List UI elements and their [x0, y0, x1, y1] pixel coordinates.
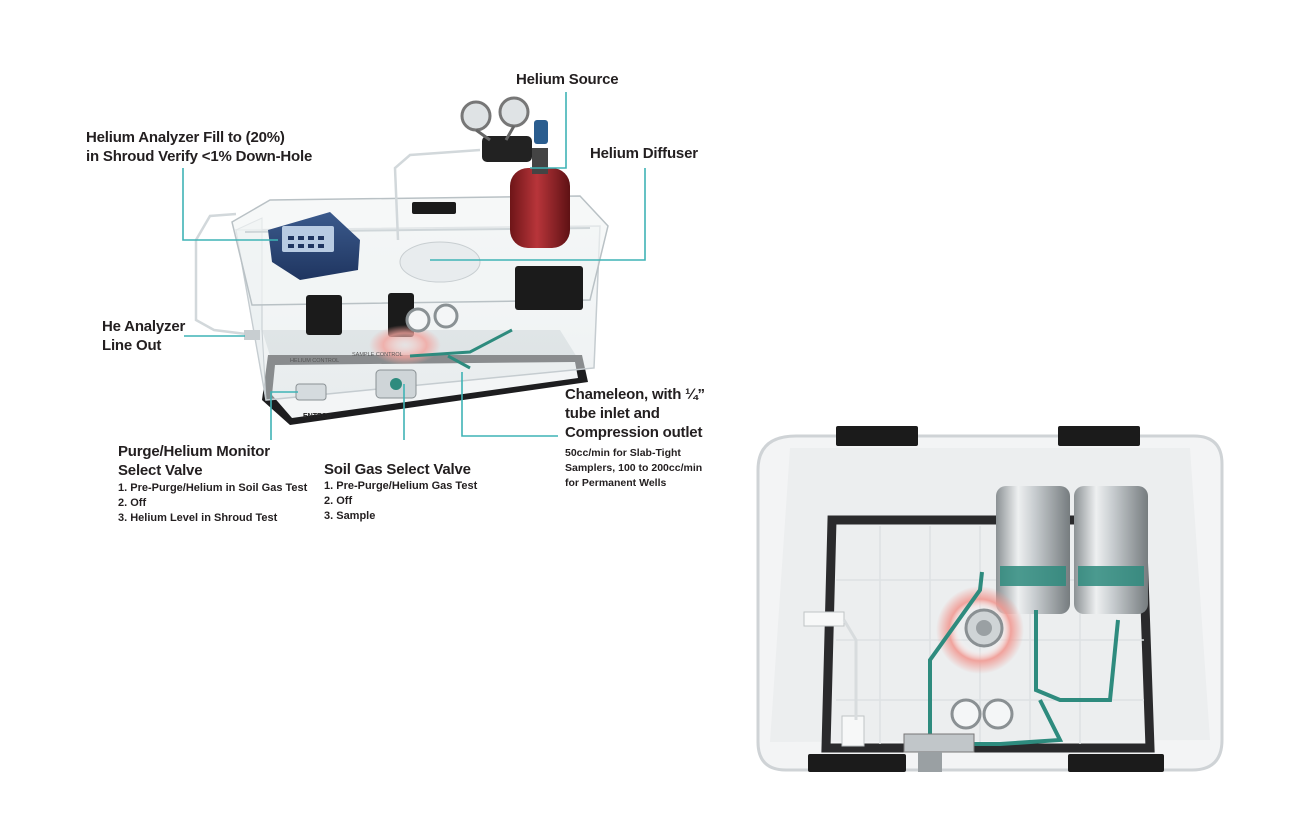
sample-canisters: [996, 486, 1148, 614]
panel-text-sample-control: SAMPLE CONTROL: [352, 352, 403, 358]
purge-item-2: 2. Off: [118, 497, 147, 509]
label-he-analyzer-line-out: He Analyzer Line Out: [102, 317, 185, 355]
label-chameleon-line1: Chameleon, with ¼”: [565, 386, 705, 403]
label-helium-diffuser: Helium Diffuser: [590, 145, 698, 162]
top-fittings: [803, 611, 975, 772]
chameleon-note-3: for Permanent Wells: [565, 477, 667, 489]
top-gauges: [950, 698, 1014, 730]
label-purge-line1: Purge/Helium Monitor: [118, 443, 270, 460]
lid-clips: [306, 202, 583, 337]
panel-text-helium-control: HELIUM CONTROL: [290, 358, 339, 364]
label-helium-analyzer-fill-line1: Helium Analyzer Fill to (20%): [86, 129, 285, 146]
label-he-analyzer-line2: Line Out: [102, 337, 162, 354]
label-chameleon-line2: tube inlet and: [565, 405, 660, 422]
label-purge-helium-monitor: Purge/Helium Monitor Select Valve: [118, 442, 270, 480]
panel-text-brand: ENTECH: [303, 413, 332, 420]
label-chameleon-line3: Compression outlet: [565, 424, 703, 441]
label-purge-line2: Select Valve: [118, 462, 203, 479]
label-helium-analyzer-fill-line2: in Shroud Verify <1% Down-Hole: [86, 148, 313, 165]
helium-cylinder: [460, 96, 570, 248]
soil-gas-item-2: 2. Off: [324, 495, 353, 507]
tray-clips: [808, 426, 1164, 772]
purge-item-1: 1. Pre-Purge/Helium in Soil Gas Test: [118, 482, 308, 494]
chameleon-notes: 50cc/min for Slab-Tight Samplers, 100 to…: [565, 446, 702, 491]
helium-analyzer-device: [268, 212, 360, 280]
label-he-analyzer-line1: He Analyzer: [102, 318, 186, 335]
chameleon-note-1: 50cc/min for Slab-Tight: [565, 447, 681, 459]
purge-item-3: 3. Helium Level in Shroud Test: [118, 512, 278, 524]
internal-components: [244, 241, 513, 401]
soil-gas-item-3: 3. Sample: [324, 510, 376, 522]
diffuser: [936, 586, 1024, 674]
leader-lines: [182, 92, 646, 440]
purge-helium-items: 1. Pre-Purge/Helium in Soil Gas Test 2. …: [118, 481, 307, 526]
soil-gas-item-1: 1. Pre-Purge/Helium Gas Test: [324, 480, 478, 492]
label-helium-analyzer-fill: Helium Analyzer Fill to (20%) in Shroud …: [86, 128, 312, 166]
chameleon-note-2: Samplers, 100 to 200cc/min: [565, 462, 703, 474]
label-helium-source: Helium Source: [516, 71, 619, 88]
label-chameleon: Chameleon, with ¼” tube inlet and Compre…: [565, 385, 705, 442]
soil-gas-items: 1. Pre-Purge/Helium Gas Test 2. Off 3. S…: [324, 479, 477, 524]
label-soil-gas-select-valve: Soil Gas Select Valve: [324, 461, 471, 478]
tubing: [194, 148, 481, 336]
